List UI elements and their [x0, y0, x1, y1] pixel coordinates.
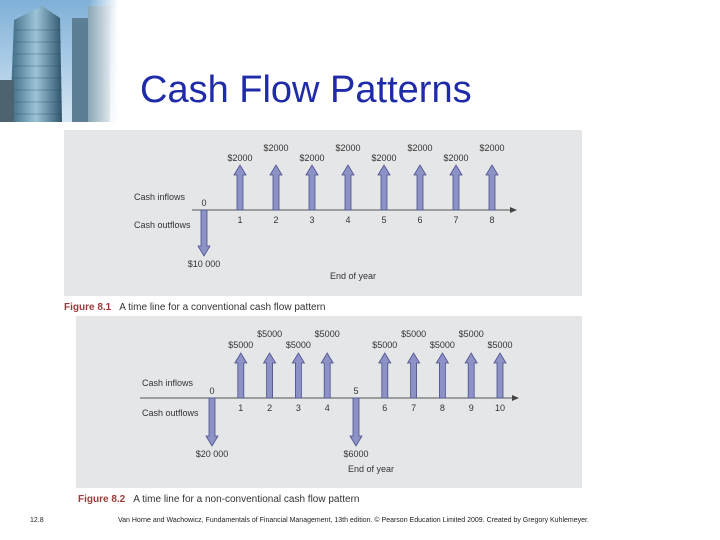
- cash-inflows-label: Cash inflows: [134, 192, 186, 202]
- inflow-amount-label: $2000: [443, 153, 468, 163]
- inflow-amount-label: $5000: [401, 329, 426, 339]
- figure-8-1-panel: Cash inflows Cash outflows End of year 0…: [64, 130, 582, 296]
- outflow-arrow: [197, 209, 211, 257]
- inflow-arrow: [305, 164, 319, 211]
- figure-8-1-caption-text: A time line for a conventional cash flow…: [119, 302, 326, 313]
- period-label: 9: [469, 403, 474, 413]
- inflow-amount-label: $5000: [257, 329, 282, 339]
- outflow-amount-label: $20 000: [196, 449, 229, 459]
- inflow-amount-label: $2000: [299, 153, 324, 163]
- inflow-arrow: [377, 164, 391, 211]
- inflow-arrow: [493, 352, 507, 399]
- period-label: 3: [296, 403, 301, 413]
- outflow-arrow: [349, 397, 363, 447]
- credit-line: Van Horne and Wachowicz, Fundamentals of…: [118, 517, 589, 524]
- period-label: 1: [238, 403, 243, 413]
- period-label: 6: [417, 215, 422, 225]
- figure-8-2-panel: Cash inflows Cash outflows End of year 0…: [76, 316, 582, 488]
- inflow-amount-label: $5000: [286, 340, 311, 350]
- period-label: 5: [381, 215, 386, 225]
- period-label: 2: [273, 215, 278, 225]
- inflow-arrow: [234, 352, 248, 399]
- inflow-arrow: [449, 164, 463, 211]
- period-label: 4: [325, 403, 330, 413]
- inflow-arrow: [233, 164, 247, 211]
- period-label: 4: [345, 215, 350, 225]
- figure-8-1-caption: Figure 8.1 A time line for a conventional…: [64, 302, 325, 313]
- period-label: 5: [353, 386, 358, 396]
- period-label: 3: [309, 215, 314, 225]
- period-label: 8: [440, 403, 445, 413]
- inflow-arrow: [464, 352, 478, 399]
- skyscraper-photo: [0, 0, 118, 122]
- inflow-arrow: [341, 164, 355, 211]
- inflow-amount-label: $2000: [479, 143, 504, 153]
- period-label: 10: [495, 403, 505, 413]
- inflow-amount-label: $2000: [227, 153, 252, 163]
- cash-inflows-label: Cash inflows: [142, 378, 194, 388]
- inflow-amount-label: $2000: [263, 143, 288, 153]
- figure-8-2-number: Figure 8.2: [78, 494, 126, 505]
- period-label: 7: [453, 215, 458, 225]
- end-of-year-label: End of year: [330, 271, 376, 281]
- inflow-arrow: [320, 352, 334, 399]
- page-number: 12.8: [30, 517, 44, 524]
- inflow-amount-label: $2000: [407, 143, 432, 153]
- end-of-year-label: End of year: [348, 464, 394, 474]
- inflow-arrow: [413, 164, 427, 211]
- inflow-arrow: [406, 352, 421, 399]
- figure-8-2-caption: Figure 8.2 A time line for a non-conventi…: [78, 494, 360, 505]
- inflow-arrow: [485, 164, 499, 211]
- inflow-amount-label: $5000: [459, 329, 484, 339]
- inflow-amount-label: $2000: [371, 153, 396, 163]
- inflow-amount-label: $5000: [372, 340, 397, 350]
- outflow-arrow: [205, 397, 219, 447]
- inflow-arrow: [262, 352, 277, 399]
- cash-outflows-label: Cash outflows: [142, 408, 199, 418]
- period-label: 0: [201, 198, 206, 208]
- period-label: 7: [411, 403, 416, 413]
- period-label: 1: [237, 215, 242, 225]
- period-label: 6: [382, 403, 387, 413]
- period-label: 8: [489, 215, 494, 225]
- axis-arrowhead: [510, 207, 517, 213]
- outflow-amount-label: $10 000: [188, 259, 221, 269]
- conventional-timeline-diagram: Cash inflows Cash outflows End of year 0…: [134, 143, 517, 281]
- figure-8-1-number: Figure 8.1: [64, 302, 112, 313]
- non-conventional-timeline-diagram: Cash inflows Cash outflows End of year 0…: [140, 329, 519, 474]
- inflow-amount-label: $5000: [430, 340, 455, 350]
- inflow-amount-label: $5000: [315, 329, 340, 339]
- axis-arrowhead: [512, 395, 519, 401]
- period-label: 2: [267, 403, 272, 413]
- cash-outflows-label: Cash outflows: [134, 220, 191, 230]
- inflow-amount-label: $5000: [487, 340, 512, 350]
- outflow-amount-label: $6000: [343, 449, 368, 459]
- inflow-amount-label: $5000: [228, 340, 253, 350]
- inflow-arrow: [435, 352, 450, 399]
- period-label: 0: [209, 386, 214, 396]
- inflow-arrow: [291, 352, 306, 399]
- inflow-arrow: [378, 352, 392, 399]
- figure-8-2-caption-text: A time line for a non-conventional cash …: [133, 494, 360, 505]
- slide-title: Cash Flow Patterns: [140, 69, 472, 111]
- inflow-amount-label: $2000: [335, 143, 360, 153]
- inflow-arrow: [269, 164, 283, 211]
